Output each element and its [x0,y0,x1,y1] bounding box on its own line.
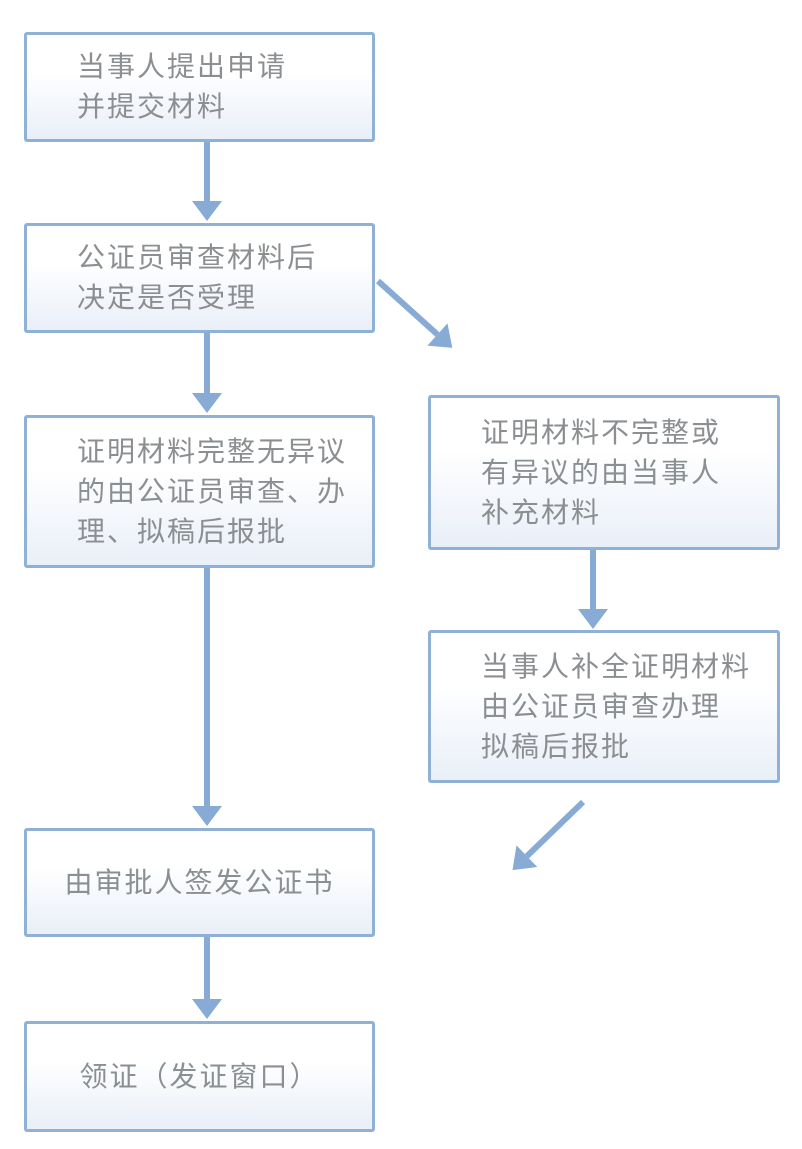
flow-node-review: 公证员审查材料后 决定是否受理 [24,223,375,333]
flow-node-apply-label: 当事人提出申请 并提交材料 [77,51,288,122]
diagonal-arrow-icon [368,270,463,360]
arrow-shaft [204,568,210,806]
flow-node-incomplete-materials-label: 证明材料不完整或 有异议的由当事人 补充材料 [481,416,722,528]
down-arrow-icon [192,332,222,413]
arrow-head-icon [192,201,222,221]
arrow-head-icon [192,806,222,826]
arrow-head-icon [578,609,608,629]
arrow-shaft [204,332,210,393]
flow-node-collect-certificate: 领证（发证窗口） [24,1021,375,1132]
down-arrow-icon [192,568,222,826]
down-arrow-icon [192,142,222,221]
arrow-shaft [204,142,210,201]
flow-node-complete-materials-label: 证明材料完整无异议 的由公证员审查、办 理、拟稿后报批 [77,435,348,547]
flow-node-complete-materials: 证明材料完整无异议 的由公证员审查、办 理、拟稿后报批 [24,415,375,568]
flow-node-issue-certificate-label: 由审批人签发公证书 [64,866,335,898]
down-arrow-icon [578,550,608,629]
flow-node-incomplete-materials: 证明材料不完整或 有异议的由当事人 补充材料 [428,395,780,550]
arrow-shaft [524,799,586,859]
down-arrow-icon [192,937,222,1019]
flow-node-issue-certificate: 由审批人签发公证书 [24,828,375,937]
arrow-shaft [375,278,440,337]
arrow-shaft [204,937,210,999]
arrow-shaft [590,550,596,609]
arrow-head-icon [192,393,222,413]
diagonal-arrow-icon [502,791,593,881]
flow-node-supplement-label: 当事人补全证明材料 由公证员审查办理 拟稿后报批 [481,650,752,762]
flow-node-supplement: 当事人补全证明材料 由公证员审查办理 拟稿后报批 [428,630,780,783]
flow-node-review-label: 公证员审查材料后 决定是否受理 [77,242,318,313]
flow-node-collect-certificate-label: 领证（发证窗口） [79,1060,320,1092]
flow-node-apply: 当事人提出申请 并提交材料 [24,32,375,142]
arrow-head-icon [192,999,222,1019]
